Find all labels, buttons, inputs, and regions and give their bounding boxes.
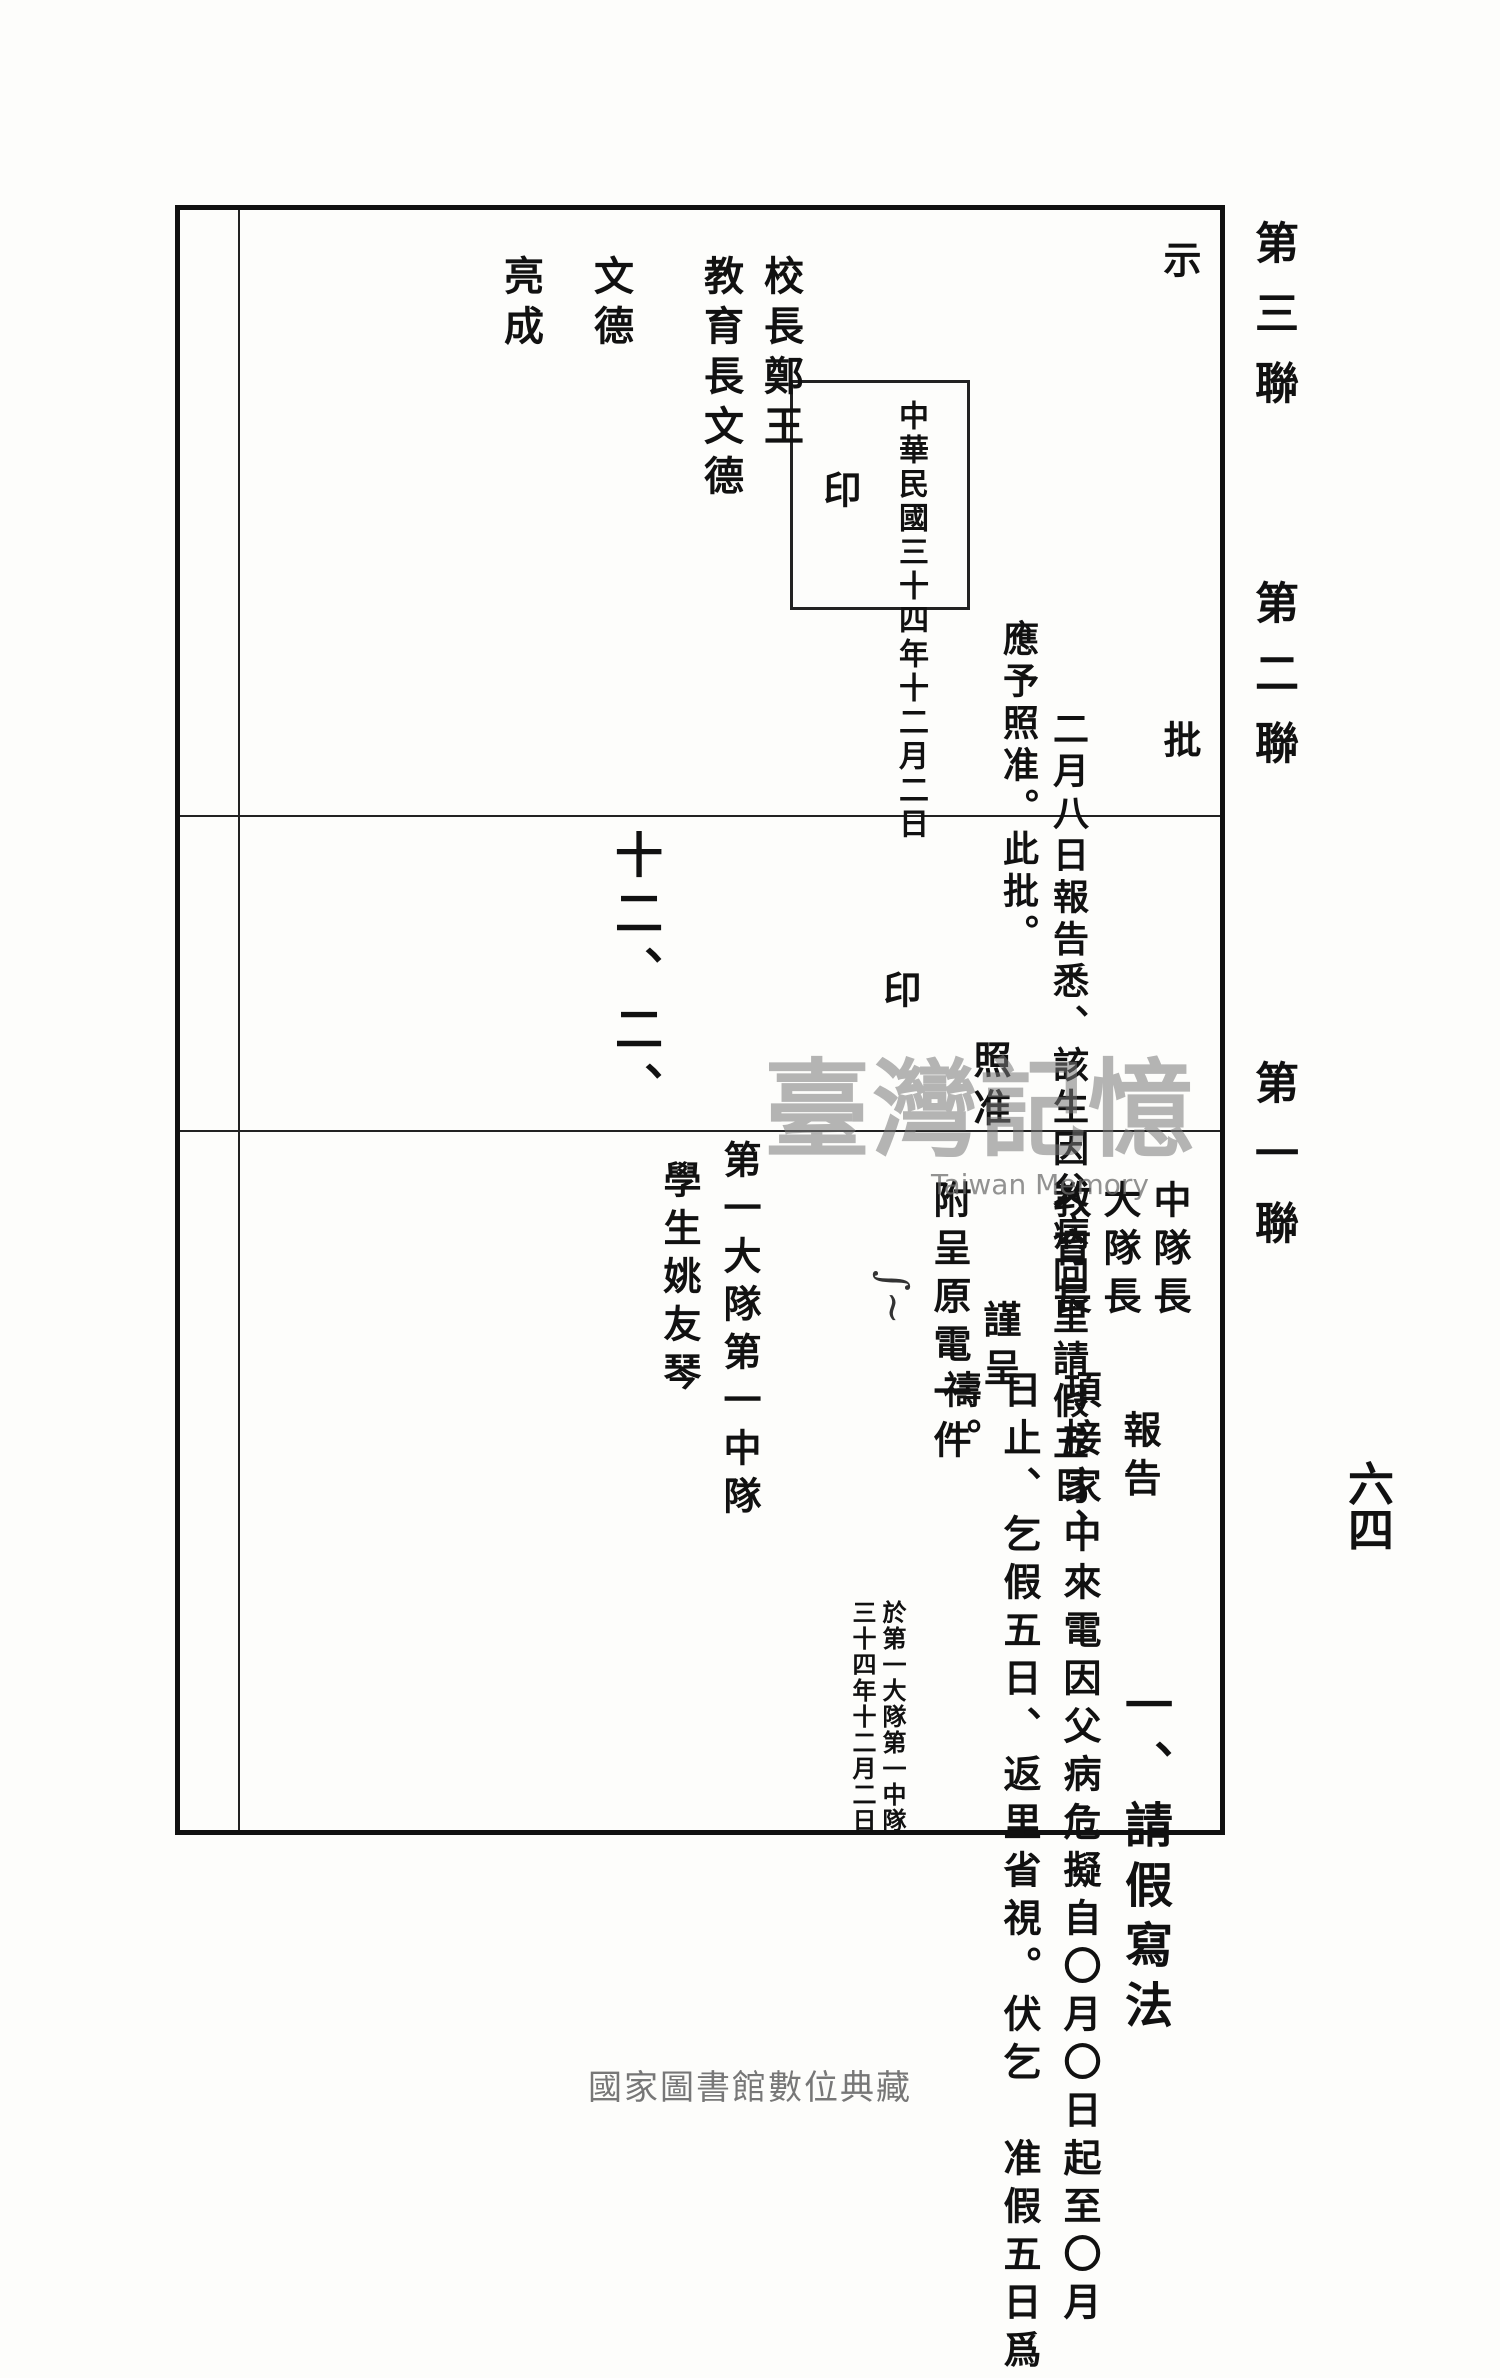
- watermark-chinese: 臺灣記憶: [764, 1047, 1196, 1172]
- approve-text: 照准: [967, 1040, 1012, 1136]
- date-seal-box: [790, 380, 970, 610]
- addressee-education: 教育長: [1047, 1180, 1092, 1324]
- report-label: 報告: [1117, 1410, 1162, 1506]
- date-box-text: 中華民國三十四年十二月二日: [893, 400, 928, 842]
- middle-date: 十二、二、: [606, 830, 662, 1120]
- official-education: 教育長文德: [697, 255, 744, 505]
- page-number: 六四: [1341, 1460, 1395, 1552]
- pi-body-line-1: 二月八日報告悉、該生因父病回里請假五日、: [1047, 710, 1089, 1550]
- sender-student: 學生姚友琴: [657, 1160, 702, 1400]
- divider-third-second: [180, 815, 1220, 817]
- official-liangcheng: 亮成: [497, 255, 544, 355]
- pi-body-line-2: 應予照准。此批。: [997, 620, 1039, 956]
- report-body-line-3: 禱。: [937, 1370, 982, 1466]
- divider-second-first: [180, 1130, 1220, 1132]
- form-frame: [175, 205, 1225, 1835]
- pi-label: 批: [1157, 720, 1202, 768]
- show-label: 示: [1157, 240, 1202, 288]
- report-date-small-1: 於第一大隊第一中隊: [878, 1600, 907, 1834]
- taiwan-memory-watermark: 臺灣記憶 Taiwan Memory: [745, 1050, 1215, 1210]
- respectfully-submit: 謹呈: [977, 1300, 1022, 1396]
- handwritten-signature: ∫~: [870, 1270, 916, 1325]
- official-principal: 校長鄭王: [757, 255, 804, 455]
- box-seal: 印: [817, 470, 862, 518]
- report-body-line-2: 日止、乞假五日、返里省視。伏乞 准假五日爲: [997, 1370, 1042, 2378]
- middle-seal: 印: [877, 970, 922, 1018]
- report-date-small-2: 三十四年十二月二日: [848, 1600, 877, 1834]
- heading-second-copy: 第二聯: [1247, 580, 1298, 790]
- addressee-battalion: 大隊長: [1097, 1180, 1142, 1324]
- frame-inner-line: [238, 210, 240, 1830]
- watermark-english: Taiwan Memory: [931, 1168, 1149, 1201]
- addressee-company: 中隊長: [1147, 1180, 1192, 1324]
- heading-first-copy: 第一聯: [1247, 1060, 1298, 1270]
- official-wende: 文德: [587, 255, 634, 355]
- section-title: 一、請假寫法: [1116, 1680, 1172, 2040]
- footer-credit: 國家圖書館數位典藏: [588, 2068, 912, 2108]
- sender-unit: 第一大隊第一中隊: [717, 1140, 762, 1524]
- attachment-note: 附呈原電一件: [927, 1180, 972, 1468]
- heading-third-copy: 第三聯: [1247, 220, 1298, 430]
